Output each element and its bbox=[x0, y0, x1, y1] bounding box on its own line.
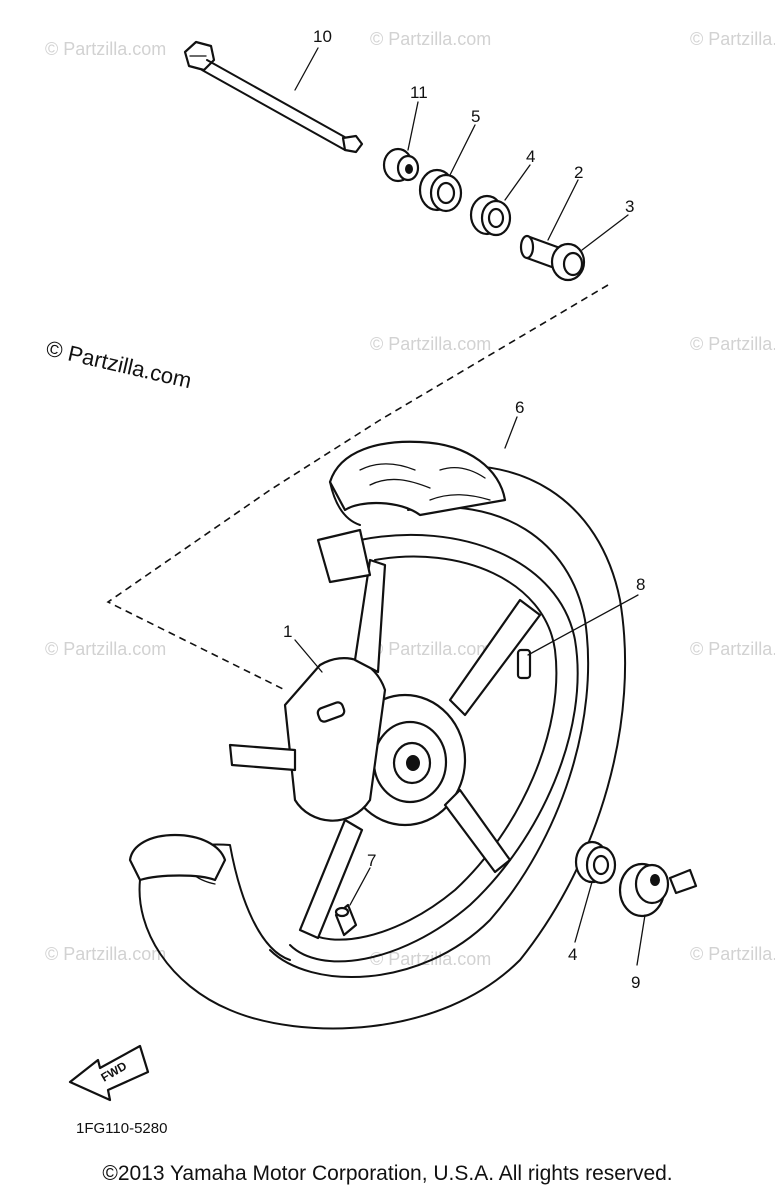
leader-lines bbox=[294, 47, 646, 966]
collar-part bbox=[382, 147, 420, 183]
callout-1: 1 bbox=[283, 622, 292, 641]
parts-diagram: © Partzilla.com © Partzilla.com © Partzi… bbox=[44, 27, 775, 1137]
balance-weight-part bbox=[516, 648, 532, 680]
watermark: © Partzilla.com bbox=[690, 639, 775, 659]
watermark: © Partzilla.com bbox=[45, 39, 166, 59]
watermark: © Partzilla.com bbox=[45, 639, 166, 659]
watermark: © Partzilla.com bbox=[370, 29, 491, 49]
watermark: © Partzilla.com bbox=[690, 334, 775, 354]
callout-9: 9 bbox=[631, 973, 640, 992]
watermark: © Partzilla.com bbox=[690, 29, 775, 49]
spacer-part bbox=[519, 234, 586, 282]
bearing-part bbox=[574, 840, 617, 885]
watermark: © Partzilla.com bbox=[45, 944, 166, 964]
callout-10: 10 bbox=[313, 27, 332, 46]
watermark: © Partzilla.com bbox=[370, 639, 491, 659]
watermark-group: © Partzilla.com © Partzilla.com © Partzi… bbox=[45, 29, 775, 969]
callout-4: 4 bbox=[526, 147, 535, 166]
bearing-part bbox=[469, 194, 512, 237]
axle-part bbox=[183, 40, 364, 154]
callout-8: 8 bbox=[636, 575, 645, 594]
callout-4-lower: 4 bbox=[568, 945, 577, 964]
callout-7: 7 bbox=[367, 851, 376, 870]
callout-3: 3 bbox=[625, 197, 634, 216]
callout-11: 11 bbox=[410, 83, 428, 102]
watermark-main: © Partzilla.com bbox=[44, 336, 194, 394]
diagram-code: 1FG110-5280 bbox=[76, 1120, 167, 1137]
wheel-rim-part bbox=[228, 528, 579, 963]
callout-2: 2 bbox=[574, 163, 583, 182]
callout-5: 5 bbox=[471, 107, 480, 126]
copyright-notice: ©2013 Yamaha Motor Corporation, U.S.A. A… bbox=[102, 1162, 673, 1185]
gear-unit-part bbox=[618, 862, 698, 918]
watermark: © Partzilla.com bbox=[690, 944, 775, 964]
bearing-part bbox=[418, 168, 463, 213]
callout-6: 6 bbox=[515, 398, 524, 417]
callout-labels: 10 11 5 4 2 3 6 8 1 7 4 9 bbox=[283, 27, 645, 992]
valve-part bbox=[334, 903, 358, 937]
fwd-arrow-icon: FWD bbox=[68, 1044, 150, 1102]
watermark: © Partzilla.com bbox=[370, 949, 491, 969]
watermark: © Partzilla.com bbox=[370, 334, 491, 354]
tire-part bbox=[128, 440, 627, 1030]
